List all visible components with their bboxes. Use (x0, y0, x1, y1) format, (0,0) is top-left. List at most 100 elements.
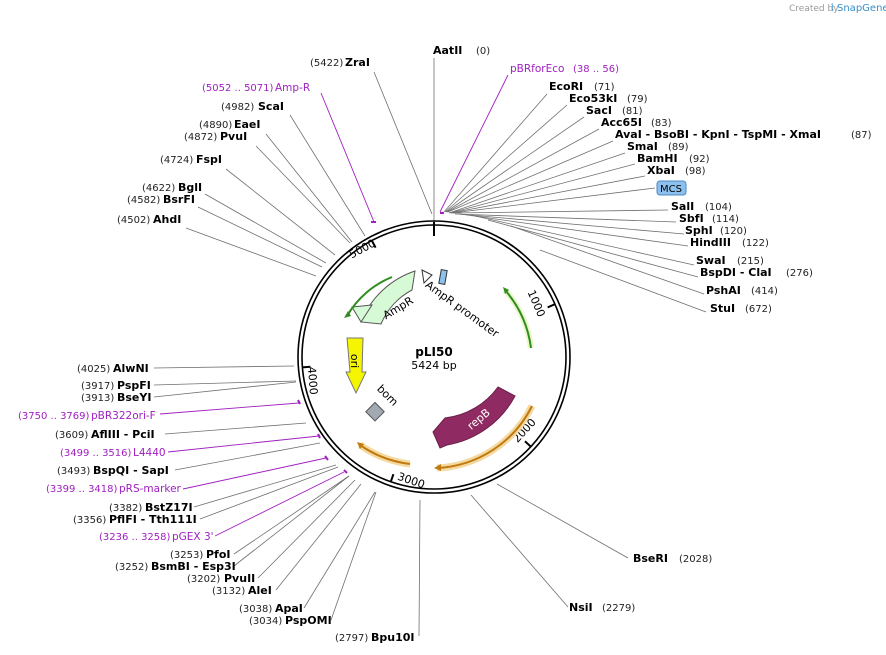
site-pos: (3609) (55, 430, 88, 441)
site-pos: (3356) (73, 515, 106, 526)
site-name[interactable]: BglI (178, 181, 202, 194)
site-name[interactable]: AvaI - BsoBI - KpnI - TspMI - XmaI (615, 128, 821, 141)
site-name[interactable]: PspOMI (285, 614, 332, 627)
feature-bom[interactable]: bom (365, 382, 401, 422)
primer-name[interactable]: Amp-R (275, 82, 310, 94)
site-name[interactable]: StuI (710, 302, 735, 315)
site-name[interactable]: PshAI (706, 284, 741, 297)
tick-label: 4000 (305, 366, 320, 395)
site-name[interactable]: PspFI (117, 379, 151, 392)
site-name[interactable]: BamHI (637, 152, 678, 165)
site-pos: (98) (685, 166, 706, 177)
feature-rep-b[interactable]: repB (432, 386, 516, 449)
site-name[interactable]: AflIII - PciI (91, 428, 155, 441)
site-pos: (414) (751, 286, 778, 297)
site-name[interactable]: BseYI (117, 391, 151, 404)
feature-blue-marker[interactable] (438, 269, 448, 285)
snapgene-logo-icon: ⌇ (830, 3, 835, 14)
site-name[interactable]: NsiI (569, 601, 593, 614)
site-name[interactable]: BspDI - ClaI (700, 266, 772, 279)
site-pos: (2797) (335, 633, 368, 644)
site-pos: (3252) (115, 562, 148, 573)
site-name[interactable]: AlwNI (113, 362, 149, 375)
site-pos: (4982) (221, 102, 254, 113)
site-pos: (3493) (57, 466, 90, 477)
snapgene-credit[interactable]: Created by ⌇ SnapGene (789, 3, 886, 14)
site-name[interactable]: ScaI (258, 100, 284, 113)
site-name[interactable]: BseRI (633, 552, 668, 565)
site-pos: (276) (786, 268, 813, 279)
site-name[interactable]: ZraI (345, 56, 370, 69)
plasmid-name: pLI50 (415, 345, 452, 359)
primer-name[interactable]: pGEX 3' (172, 531, 214, 543)
site-name[interactable]: SphI (685, 224, 713, 237)
site-name[interactable]: EcoRI (549, 80, 583, 93)
bom-label: bom (374, 382, 400, 408)
primer-labels: pBRforEco (38 .. 56) Amp-R (5052 .. 5071… (18, 63, 619, 543)
site-name[interactable]: XbaI (647, 164, 675, 177)
site-name[interactable]: PvuII (224, 572, 255, 585)
primer-name[interactable]: pBR322ori-F (91, 410, 156, 422)
site-pos: (122) (742, 238, 769, 249)
site-pos: (4872) (184, 132, 217, 143)
primer-range: (3499 .. 3516) (60, 448, 132, 459)
ampr-promoter-label: AmpR promoter (423, 278, 502, 340)
site-name[interactable]: PvuI (220, 130, 247, 143)
primer-name[interactable]: L4440 (133, 447, 166, 459)
site-pos: (0) (476, 46, 490, 57)
plasmid-size: 5424 bp (411, 359, 456, 372)
site-name[interactable]: BspQI - SapI (93, 464, 169, 477)
tick-label: 5000 (347, 237, 378, 262)
site-pos: (114) (712, 214, 739, 225)
primer-range: (3236 .. 3258) (99, 532, 171, 543)
site-name[interactable]: AatII (433, 44, 462, 57)
feature-amp-r[interactable]: AmpR (344, 270, 416, 325)
site-pos: (87) (851, 130, 872, 141)
site-name[interactable]: PflFI - Tth111I (109, 513, 197, 526)
site-pos: (3034) (249, 616, 282, 627)
primer-name[interactable]: pBRforEco (510, 63, 564, 75)
site-pos: (672) (745, 304, 772, 315)
feature-ampr-promoter[interactable]: AmpR promoter (421, 269, 502, 340)
tick-label: 1000 (525, 288, 548, 319)
site-name[interactable]: PfoI (206, 548, 231, 561)
site-pos: (3132) (212, 586, 245, 597)
primer-range: (38 .. 56) (573, 64, 619, 75)
site-pos: (79) (627, 94, 648, 105)
site-pos: (81) (622, 106, 643, 117)
site-name[interactable]: BsrFI (163, 193, 195, 206)
site-pos: (4622) (142, 183, 175, 194)
site-name[interactable]: ApaI (275, 602, 303, 615)
site-pos: (4890) (199, 120, 232, 131)
site-pos: (5422) (310, 58, 343, 69)
site-pos: (71) (594, 82, 615, 93)
site-name[interactable]: BstZ17I (145, 501, 193, 514)
site-name[interactable]: SwaI (696, 254, 726, 267)
site-name[interactable]: SalI (671, 200, 694, 213)
primer-leaders (159, 74, 509, 537)
site-pos: (89) (668, 142, 689, 153)
site-labels: AatII (0) ZraI (5422) ScaI (4982) EaeI (… (55, 44, 872, 644)
site-name[interactable]: HindIII (690, 236, 731, 249)
mcs-label: MCS (660, 184, 682, 195)
site-name[interactable]: FspI (196, 153, 222, 166)
feature-arrows-green (502, 287, 534, 349)
site-name[interactable]: SbfI (679, 212, 704, 225)
site-name[interactable]: Eco53kI (569, 92, 617, 105)
site-pos: (3253) (170, 550, 203, 561)
site-name[interactable]: AhdI (153, 213, 181, 226)
site-name[interactable]: SmaI (627, 140, 658, 153)
feature-ori[interactable]: ori (345, 337, 367, 395)
site-name[interactable]: Bpu10I (371, 631, 415, 644)
mcs-box[interactable]: MCS (656, 180, 687, 196)
site-name[interactable]: EaeI (234, 118, 261, 131)
site-name[interactable]: SacI (586, 104, 612, 117)
site-name[interactable]: BsmBI - Esp3I (151, 560, 236, 573)
feature-arrows-orange (357, 404, 536, 472)
site-name[interactable]: AleI (248, 584, 272, 597)
site-pos: (4724) (160, 155, 193, 166)
site-name[interactable]: Acc65I (601, 116, 642, 129)
site-pos: (2279) (602, 603, 635, 614)
primer-name[interactable]: pRS-marker (119, 483, 182, 495)
credit-prefix: Created by (789, 4, 839, 14)
